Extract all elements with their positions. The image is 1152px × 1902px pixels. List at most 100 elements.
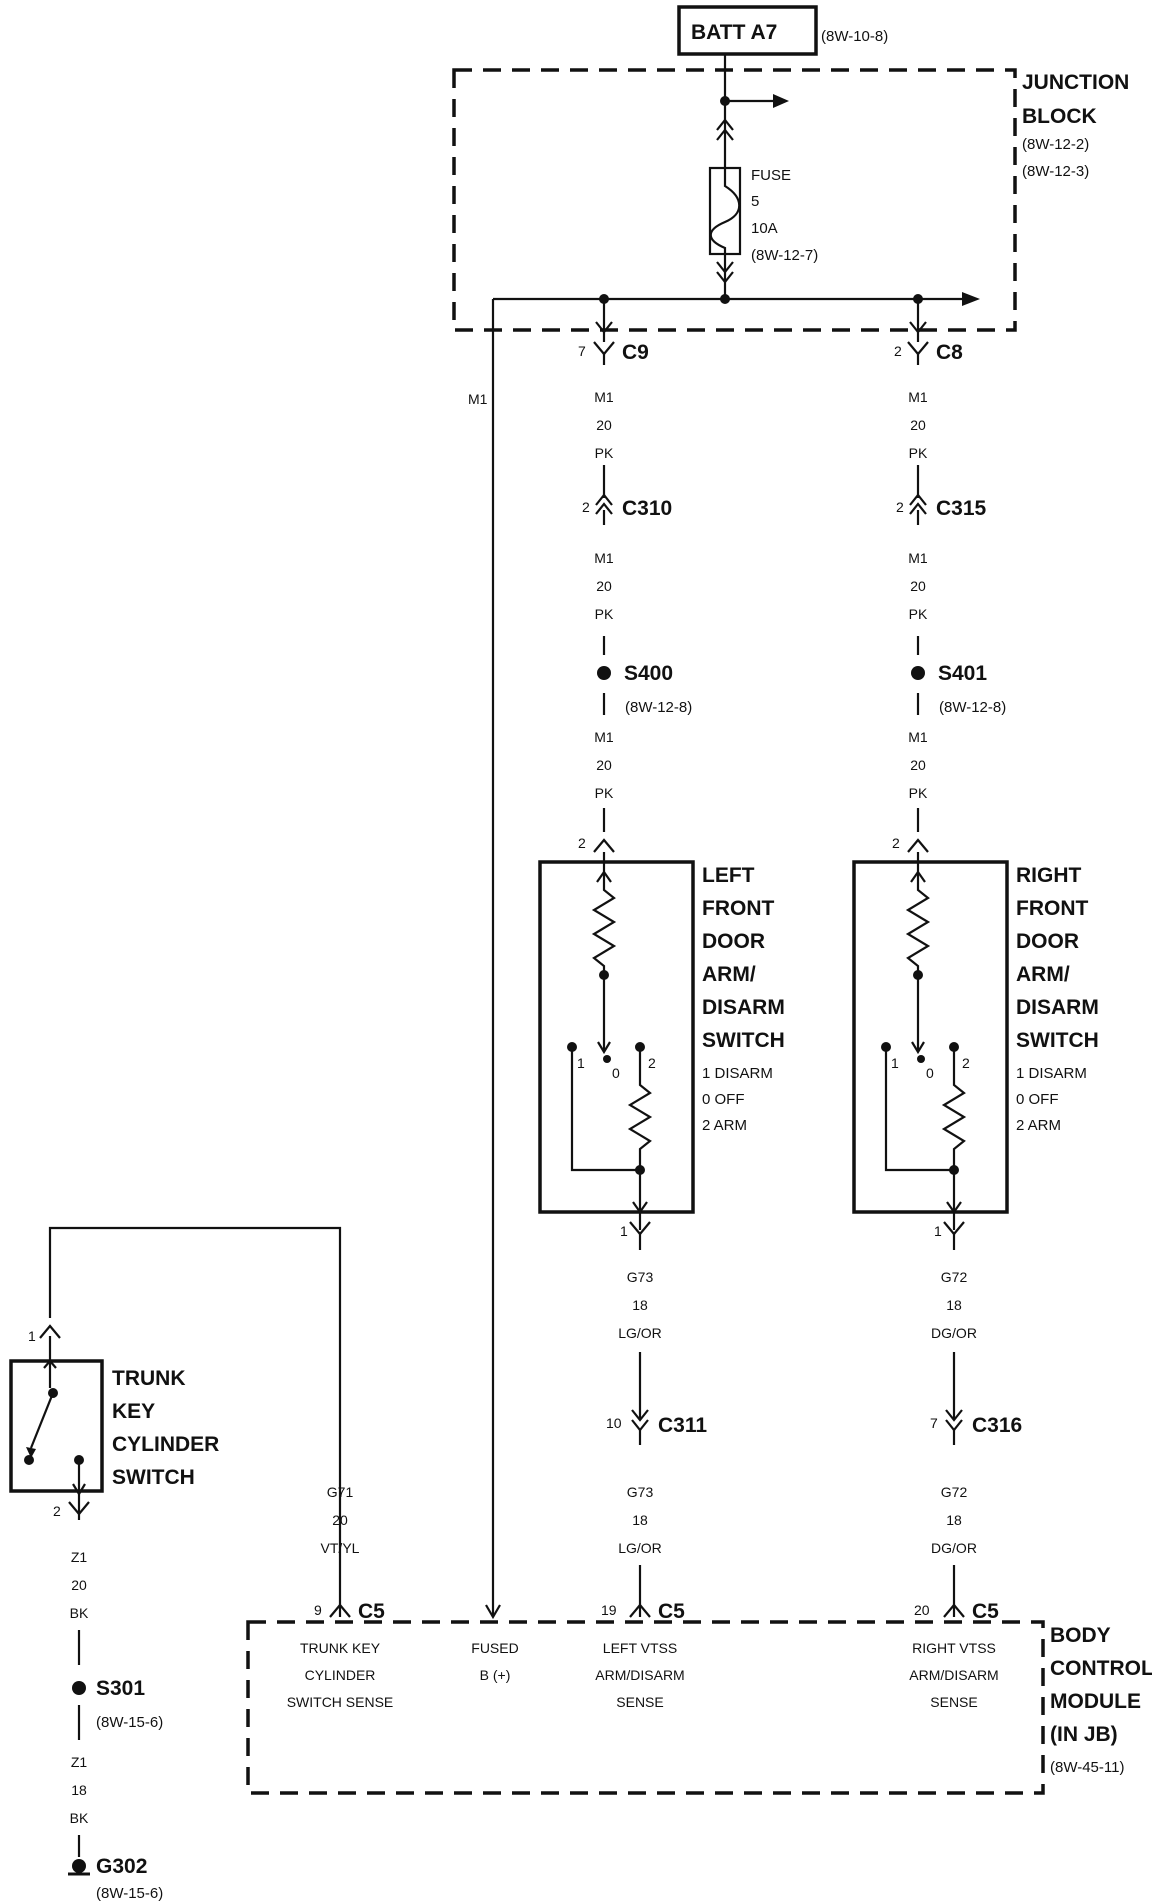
s401-label: S401 xyxy=(938,662,987,685)
right-contact-1: 1 xyxy=(891,1055,899,1071)
c310-pin: 2 xyxy=(582,499,590,515)
bcm-input-right-2: ARM/DISARM xyxy=(909,1667,998,1683)
left-switch-in-pin: 2 xyxy=(578,835,586,851)
left-wire-e-3: LG/OR xyxy=(618,1540,662,1556)
right-wire-d-1: G72 xyxy=(941,1269,968,1285)
left-switch-title-3: DOOR xyxy=(702,930,765,953)
bcm-input-right-1: RIGHT VTSS xyxy=(912,1640,996,1656)
left-switch-title-6: SWITCH xyxy=(702,1029,785,1052)
bcm-title-2: CONTROL xyxy=(1050,1657,1152,1680)
batt-ref: (8W-10-8) xyxy=(821,28,888,45)
s400-ref: (8W-12-8) xyxy=(625,699,692,716)
left-wire-c-3: PK xyxy=(595,785,614,801)
left-contact-1: 1 xyxy=(577,1055,585,1071)
right-wire-d-2: 18 xyxy=(946,1297,962,1313)
right-switch-title-1: RIGHT xyxy=(1016,864,1082,887)
right-wire-a-2: 20 xyxy=(910,417,926,433)
splice-s301 xyxy=(72,1681,86,1695)
right-c5-pin: 20 xyxy=(914,1602,930,1618)
left-wire-b-2: 20 xyxy=(596,578,612,594)
right-switch-mode-1: 1 DISARM xyxy=(1016,1065,1087,1082)
right-switch-out-pin: 1 xyxy=(934,1223,942,1239)
c311-pin: 10 xyxy=(606,1415,622,1431)
junction-block-ref-1: (8W-12-2) xyxy=(1022,136,1089,153)
trunk-sense-wire-1: G71 xyxy=(327,1484,354,1500)
right-switch-mode-3: 2 ARM xyxy=(1016,1117,1061,1134)
bcm-title-1: BODY xyxy=(1050,1624,1111,1647)
trunk-c5-label: C5 xyxy=(358,1600,385,1623)
right-c5-label: C5 xyxy=(972,1600,999,1623)
trunk-sense-wire-2: 20 xyxy=(332,1512,348,1528)
right-switch-title-3: DOOR xyxy=(1016,930,1079,953)
splice-s401 xyxy=(911,666,925,680)
g302-label: G302 xyxy=(96,1855,147,1878)
left-c5-label: C5 xyxy=(658,1600,685,1623)
trunk-wire-a-2: 20 xyxy=(71,1577,87,1593)
trunk-sense-wire-3: VT/YL xyxy=(321,1540,360,1556)
arrow-right-icon xyxy=(773,94,789,108)
right-wire-b-1: M1 xyxy=(908,550,928,566)
c8-label: C8 xyxy=(936,341,963,364)
arrow-right-icon xyxy=(962,292,980,306)
left-contact-0: 0 xyxy=(612,1065,620,1081)
left-wire-d-1: G73 xyxy=(627,1269,654,1285)
left-wire-e-2: 18 xyxy=(632,1512,648,1528)
c9-label: C9 xyxy=(622,341,649,364)
bus-wire-label: M1 xyxy=(468,391,488,407)
left-wire-c-1: M1 xyxy=(594,729,614,745)
right-wire-c-2: 20 xyxy=(910,757,926,773)
left-switch-mode-3: 2 ARM xyxy=(702,1117,747,1134)
trunk-switch-box xyxy=(9,1359,104,1493)
bcm-ref: (8W-45-11) xyxy=(1050,1759,1124,1776)
trunk-title-4: SWITCH xyxy=(112,1466,195,1489)
fuse-label-4: (8W-12-7) xyxy=(751,247,818,264)
right-switch-title-5: DISARM xyxy=(1016,996,1099,1019)
right-wire-c-3: PK xyxy=(909,785,928,801)
splice-s400 xyxy=(597,666,611,680)
bcm-input-trunk-2: CYLINDER xyxy=(305,1667,376,1683)
ground-g302-icon xyxy=(72,1859,86,1873)
right-contact-2: 2 xyxy=(962,1055,970,1071)
fuse-label-3: 10A xyxy=(751,220,778,237)
right-wire-e-3: DG/OR xyxy=(931,1540,977,1556)
c9-pin: 7 xyxy=(578,343,586,359)
right-wire-a-1: M1 xyxy=(908,389,928,405)
right-wire-a-3: PK xyxy=(909,445,928,461)
junction-block-title-1: JUNCTION xyxy=(1022,71,1129,94)
batt-label: BATT A7 xyxy=(691,21,777,44)
s301-ref: (8W-15-6) xyxy=(96,1714,163,1731)
right-switch-in-pin: 2 xyxy=(892,835,900,851)
trunk-title-1: TRUNK xyxy=(112,1367,186,1390)
right-switch-title-4: ARM/ xyxy=(1016,963,1070,986)
left-switch-title-4: ARM/ xyxy=(702,963,756,986)
left-contact-2: 2 xyxy=(648,1055,656,1071)
bcm-input-trunk-3: SWITCH SENSE xyxy=(287,1694,394,1710)
fuse-label-2: 5 xyxy=(751,193,759,210)
c8-pin: 2 xyxy=(894,343,902,359)
trunk-out-pin: 2 xyxy=(53,1503,61,1519)
g302-ref: (8W-15-6) xyxy=(96,1885,163,1902)
c311-label: C311 xyxy=(658,1414,707,1437)
left-switch-mode-1: 1 DISARM xyxy=(702,1065,773,1082)
left-wire-e-1: G73 xyxy=(627,1484,654,1500)
right-switch-title-2: FRONT xyxy=(1016,897,1088,920)
body-control-module-outline xyxy=(246,1620,1045,1795)
left-wire-a-1: M1 xyxy=(594,389,614,405)
left-wire-a-3: PK xyxy=(595,445,614,461)
bcm-input-trunk-1: TRUNK KEY xyxy=(300,1640,381,1656)
junction-block-ref-2: (8W-12-3) xyxy=(1022,163,1089,180)
right-wire-b-3: PK xyxy=(909,606,928,622)
left-wire-b-1: M1 xyxy=(594,550,614,566)
s400-label: S400 xyxy=(624,662,673,685)
bcm-input-left-1: LEFT VTSS xyxy=(603,1640,677,1656)
right-switch-mode-2: 0 OFF xyxy=(1016,1091,1059,1108)
right-wire-c-1: M1 xyxy=(908,729,928,745)
trunk-wire-b-2: 18 xyxy=(71,1782,87,1798)
left-wire-d-2: 18 xyxy=(632,1297,648,1313)
fuse-label-1: FUSE xyxy=(751,167,791,184)
batt-box xyxy=(677,5,818,56)
right-contact-0: 0 xyxy=(926,1065,934,1081)
trunk-wire-b-3: BK xyxy=(70,1810,89,1826)
bcm-input-left-2: ARM/DISARM xyxy=(595,1667,684,1683)
